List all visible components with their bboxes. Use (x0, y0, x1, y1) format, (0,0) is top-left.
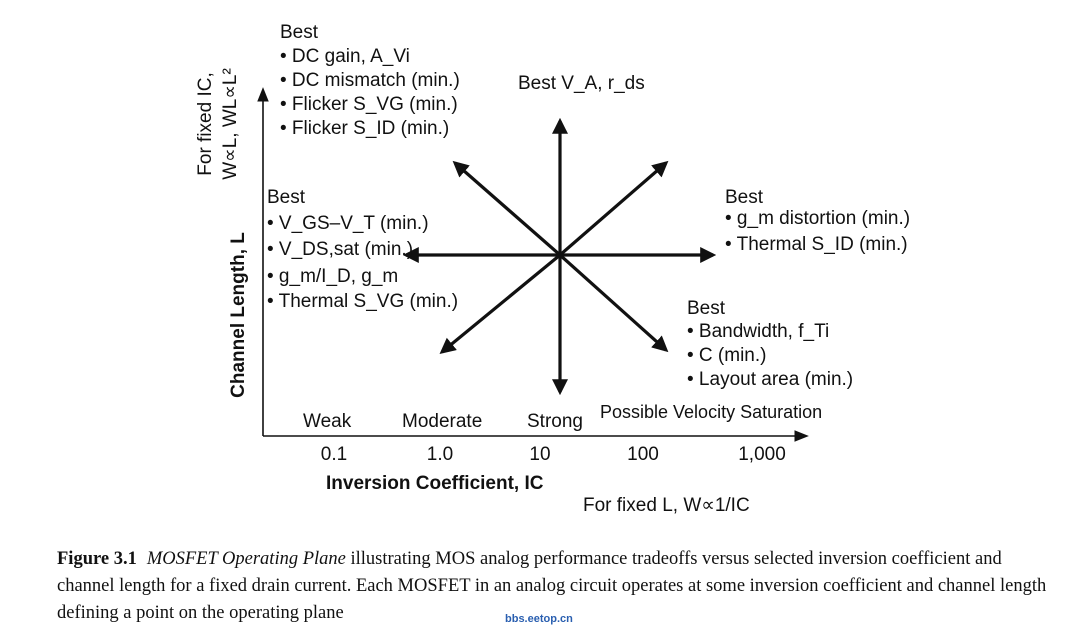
left-item: • Thermal S_VG (min.) (267, 291, 458, 312)
figure-caption: Figure 3.1 MOSFET Operating Plane illustr… (57, 546, 1062, 627)
top-left-title: Best (280, 22, 319, 43)
bottom-right-title: Best (687, 298, 726, 319)
tick-label: 100 (627, 444, 659, 465)
arrow-up-left (452, 160, 562, 257)
region-label-weak: Weak (303, 411, 352, 432)
top-left-item: • DC gain, A_Vi (280, 46, 410, 67)
x-axis-note: For fixed L, W∝1/IC (583, 495, 750, 516)
top-left-item: • Flicker S_VG (min.) (280, 94, 458, 115)
arrow-down-left (439, 253, 562, 355)
right-title: Best (725, 187, 764, 208)
region-label-moderate: Moderate (402, 411, 482, 432)
y-axis-note-line1: For fixed IC, (195, 72, 216, 175)
right-item: • g_m distortion (min.) (725, 208, 910, 229)
tradeoff-arrows (402, 117, 717, 396)
top-left-item: • Flicker S_ID (min.) (280, 118, 449, 139)
tick-label: 1.0 (427, 444, 453, 465)
y-axis-note-line2: W∝L, WL∝L² (220, 68, 241, 180)
y-axis-label: Channel Length, L (228, 232, 249, 398)
tick-label: 10 (529, 444, 550, 465)
arrow-down-right (558, 253, 669, 353)
left-item: • g_m/I_D, g_m (267, 266, 398, 287)
caption-title: MOSFET Operating Plane (146, 549, 346, 569)
left-item: • V_GS–V_T (min.) (267, 213, 429, 234)
tick-label: 0.1 (321, 444, 347, 465)
left-item: • V_DS,sat (min.) (267, 239, 413, 260)
bottom-right-item: • C (min.) (687, 345, 766, 366)
right-item: • Thermal S_ID (min.) (725, 234, 908, 255)
tick-label: 1,000 (738, 444, 786, 465)
bottom-right-item: • Bandwidth, f_Ti (687, 321, 829, 342)
region-label-strong: Strong (527, 411, 583, 432)
caption-number: Figure 3.1 (57, 549, 137, 569)
x-axis-label: Inversion Coefficient, IC (326, 473, 544, 494)
region-label-velocity-saturation: Possible Velocity Saturation (600, 402, 822, 422)
arrow-up-right (558, 160, 669, 257)
caption-text: illustrating MOS analog performance trad… (57, 549, 1047, 623)
top-left-item: • DC mismatch (min.) (280, 70, 460, 91)
watermark: bbs.eetop.cn (505, 613, 573, 625)
top-title: Best V_A, r_ds (518, 73, 645, 94)
bottom-right-item: • Layout area (min.) (687, 369, 853, 390)
left-title: Best (267, 187, 306, 208)
